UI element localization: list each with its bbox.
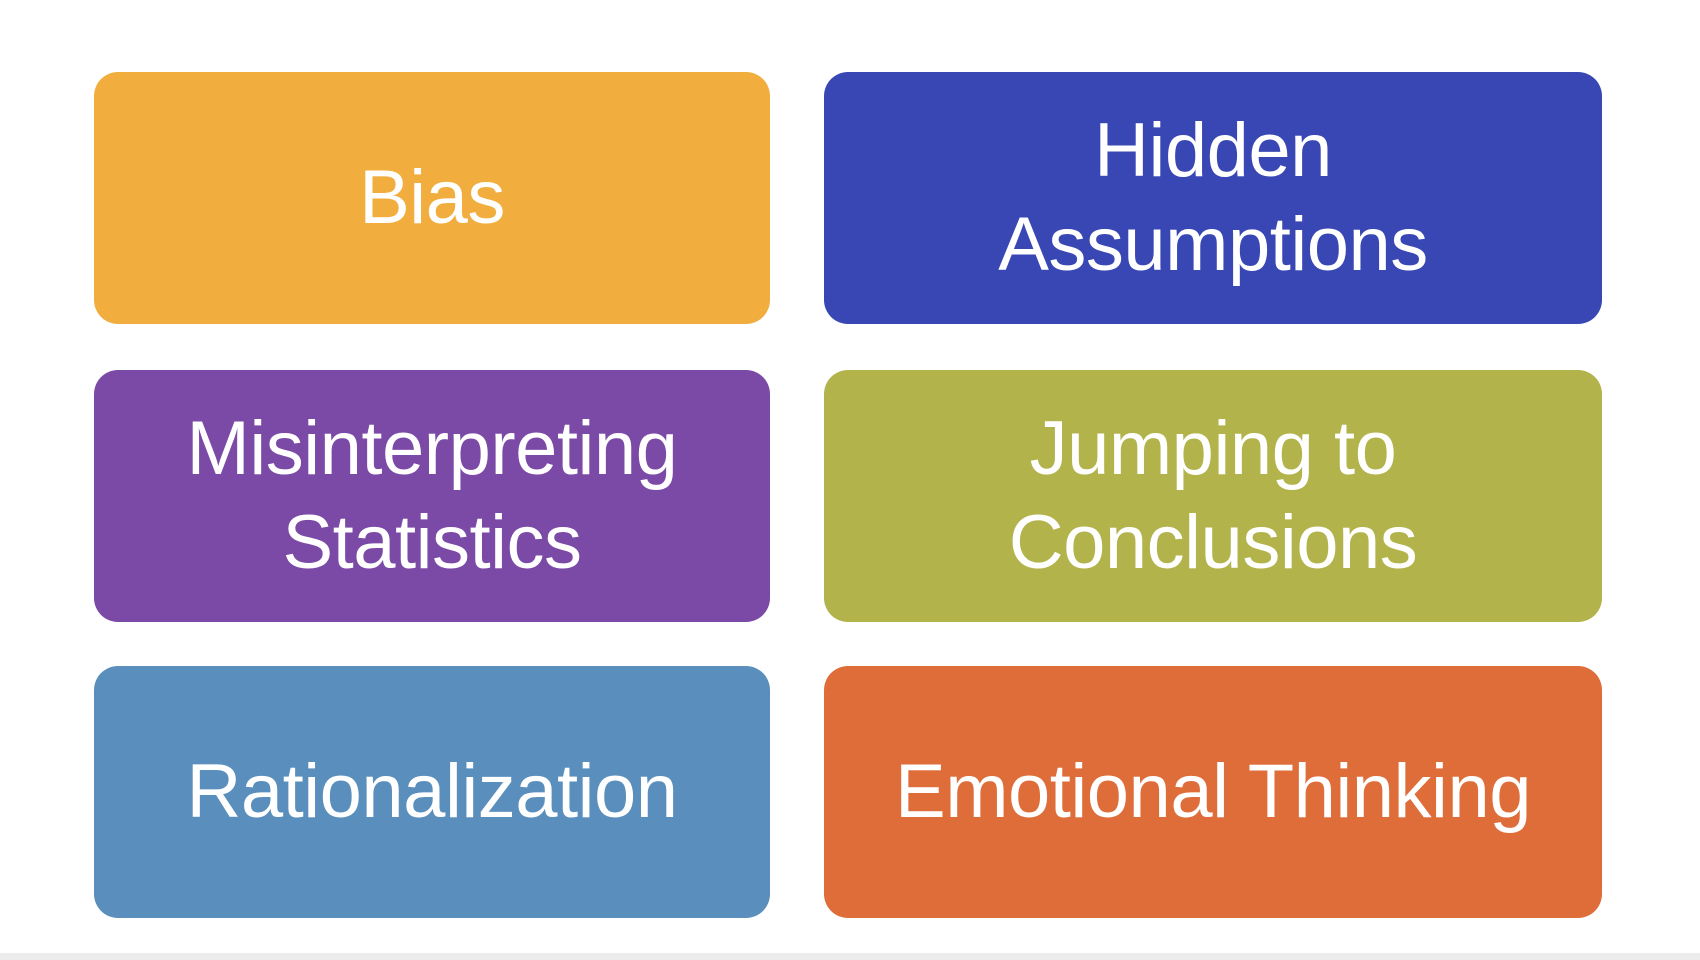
tile-label: Hidden Assumptions [998,108,1428,287]
tile-misinterpreting-statistics: Misinterpreting Statistics [94,370,770,622]
tile-jumping-to-conclusions: Jumping to Conclusions [824,370,1602,622]
bottom-strip [0,953,1700,960]
tile-label: Emotional Thinking [895,749,1531,834]
tile-label: Misinterpreting Statistics [186,406,678,585]
tile-bias: Bias [94,72,770,324]
tile-label: Bias [359,155,505,240]
tile-label: Jumping to Conclusions [1008,406,1418,585]
tile-hidden-assumptions: Hidden Assumptions [824,72,1602,324]
tile-emotional-thinking: Emotional Thinking [824,666,1602,918]
tile-rationalization: Rationalization [94,666,770,918]
tile-label: Rationalization [186,749,678,834]
